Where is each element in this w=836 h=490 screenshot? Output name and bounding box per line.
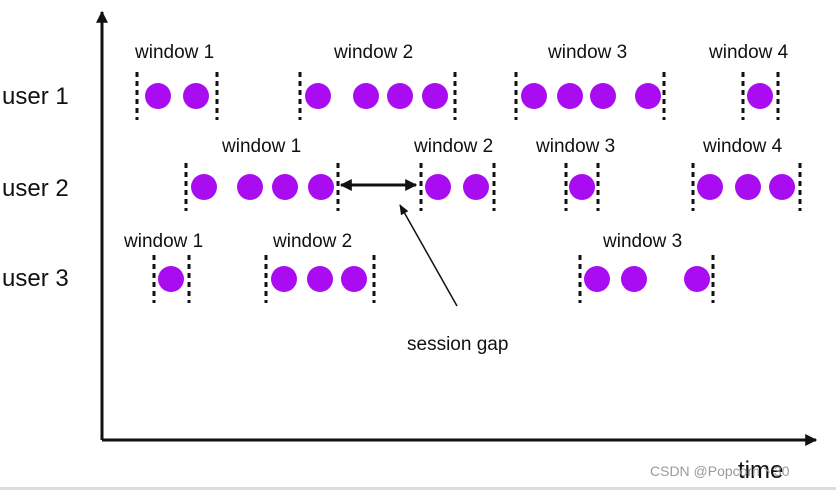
event-dot [584,266,610,292]
event-dot [237,174,263,200]
x-axis-label: time [738,457,783,484]
event-dot [145,83,171,109]
user-label-1: user 1 [2,83,69,110]
event-dot [272,174,298,200]
event-dot [158,266,184,292]
user-2-window-4: window 4 [691,136,802,211]
event-dot [747,83,773,109]
window-label: window 4 [702,136,783,157]
user-1-window-1: window 1 [134,42,219,120]
event-dot [635,83,661,109]
window-label: window 1 [123,231,203,252]
user-1-window-3: window 3 [514,42,666,120]
event-dot [463,174,489,200]
window-label: window 4 [708,42,789,63]
event-dot [305,83,331,109]
event-dot [697,174,723,200]
window-label: window 3 [547,42,627,63]
windows-layer: window 1 window 2 window 3 window 4 window 1… [123,42,802,303]
user-3-window-1: window 1 [123,231,203,303]
event-dot [569,174,595,200]
event-dot [308,174,334,200]
event-dot [341,266,367,292]
session-gap-label: session gap [407,334,508,355]
window-label: window 1 [134,42,214,63]
window-label: window 3 [602,231,682,252]
event-dot [353,83,379,109]
window-label: window 2 [272,231,352,252]
session-gap-pointer [399,204,458,307]
window-label: window 2 [333,42,413,63]
user-2-window-3: window 3 [535,136,615,211]
event-dot [387,83,413,109]
bottom-rule [0,487,836,490]
user-label-3: user 3 [2,265,69,292]
user-1-window-2: window 2 [298,42,457,120]
event-dot [425,174,451,200]
event-dot [422,83,448,109]
event-dot [557,83,583,109]
event-dot [590,83,616,109]
event-dot [191,174,217,200]
user-2-window-1: window 1 [184,136,340,211]
event-dot [521,83,547,109]
watermark: CSDN @Popcorn丶30 [650,463,790,479]
event-dot [307,266,333,292]
window-label: window 1 [221,136,301,157]
user-3-window-3: window 3 [578,231,715,303]
user-2-window-2: window 2 [413,136,496,211]
event-dot [684,266,710,292]
window-label: window 3 [535,136,615,157]
user-3-window-2: window 2 [264,231,376,303]
event-dot [271,266,297,292]
event-dot [735,174,761,200]
event-dot [621,266,647,292]
window-label: window 2 [413,136,493,157]
user-label-2: user 2 [2,175,69,202]
event-dot [183,83,209,109]
event-dot [769,174,795,200]
user-1-window-4: window 4 [708,42,789,120]
